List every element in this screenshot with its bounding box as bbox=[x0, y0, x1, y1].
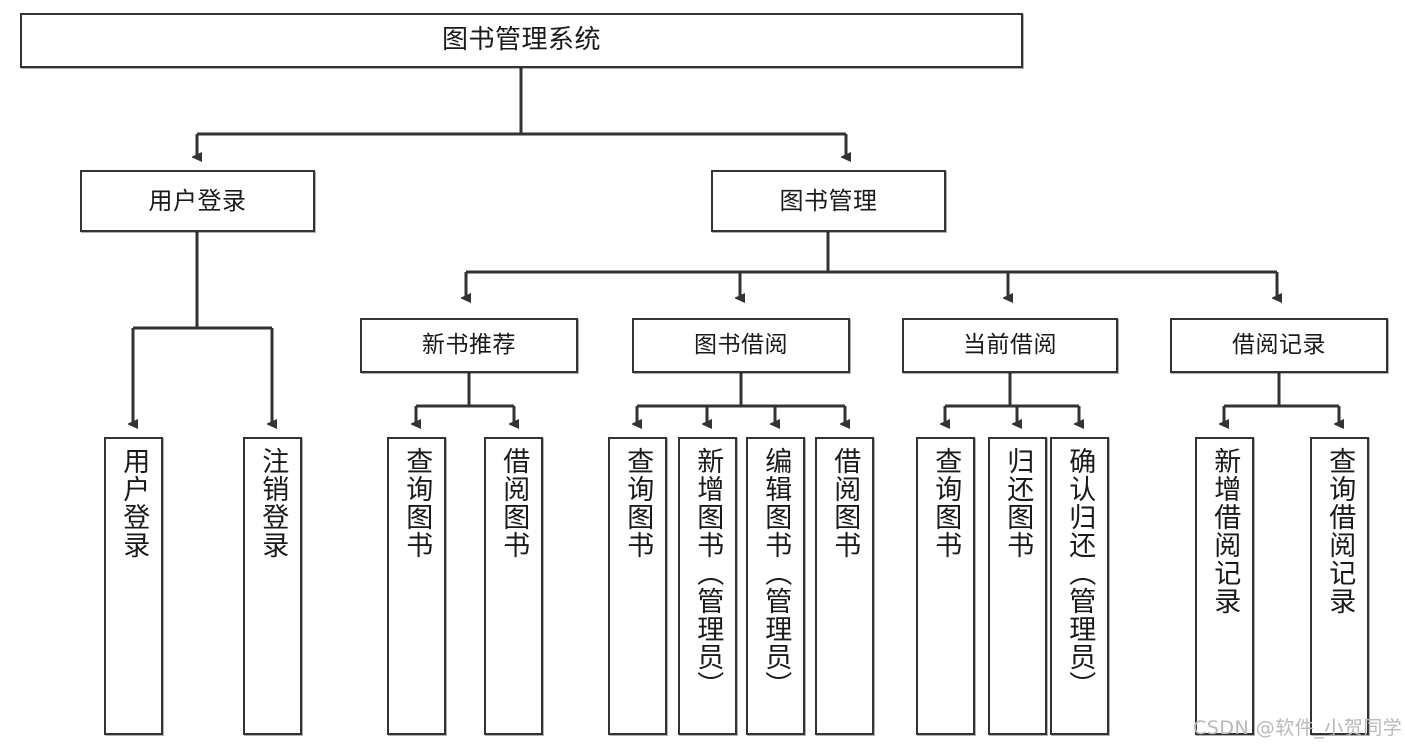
node-label: 图书借阅 bbox=[694, 331, 788, 358]
node-label: 查询图书 bbox=[622, 447, 654, 559]
node-label: 借阅图书 bbox=[829, 447, 861, 559]
node-leaf-return-book[interactable]: 归还图书 bbox=[988, 437, 1047, 735]
node-label: 图书管理系统 bbox=[441, 24, 601, 55]
node-label: 编辑图书（管理员） bbox=[760, 447, 792, 699]
edge-group-book-manage bbox=[466, 232, 1277, 298]
node-leaf-query-book-borrow[interactable]: 查询图书 bbox=[608, 437, 667, 735]
node-book-borrow[interactable]: 图书借阅 bbox=[632, 318, 850, 373]
node-label: 图书管理 bbox=[779, 186, 878, 215]
node-label: 归还图书 bbox=[1002, 447, 1034, 559]
node-leaf-borrow-book-recommend[interactable]: 借阅图书 bbox=[484, 437, 543, 735]
edge-group-borrow-record bbox=[1224, 373, 1339, 424]
node-label: 当前借阅 bbox=[963, 331, 1057, 358]
node-label: 确认归还（管理员） bbox=[1064, 447, 1096, 699]
edge-group-user-login bbox=[133, 232, 272, 424]
node-root-book-management-system[interactable]: 图书管理系统 bbox=[20, 13, 1023, 68]
node-book-management[interactable]: 图书管理 bbox=[711, 170, 946, 232]
node-label: 查询图书 bbox=[930, 447, 962, 559]
node-label: 借阅记录 bbox=[1232, 331, 1326, 358]
node-leaf-borrow-book-borrow[interactable]: 借阅图书 bbox=[815, 437, 874, 735]
edge-group-current-borrow bbox=[945, 373, 1079, 424]
node-leaf-add-borrow-record[interactable]: 新增借阅记录 bbox=[1195, 437, 1254, 735]
node-label: 查询借阅记录 bbox=[1324, 447, 1356, 615]
node-label: 用户登录 bbox=[118, 447, 150, 559]
node-borrow-record[interactable]: 借阅记录 bbox=[1170, 318, 1388, 373]
node-new-book-recommend[interactable]: 新书推荐 bbox=[360, 318, 578, 373]
node-leaf-query-borrow-record[interactable]: 查询借阅记录 bbox=[1310, 437, 1369, 735]
node-leaf-user-logout[interactable]: 注销登录 bbox=[243, 437, 302, 735]
node-label: 新增图书（管理员） bbox=[692, 447, 724, 699]
node-leaf-query-book-recommend[interactable]: 查询图书 bbox=[387, 437, 446, 735]
node-leaf-add-book-admin[interactable]: 新增图书（管理员） bbox=[678, 437, 737, 735]
node-label: 新书推荐 bbox=[422, 331, 516, 358]
node-label: 查询图书 bbox=[401, 447, 433, 559]
node-label: 用户登录 bbox=[148, 186, 247, 215]
node-leaf-query-book-current[interactable]: 查询图书 bbox=[916, 437, 975, 735]
node-current-borrow[interactable]: 当前借阅 bbox=[902, 318, 1118, 373]
node-label: 注销登录 bbox=[257, 447, 289, 559]
node-leaf-user-login[interactable]: 用户登录 bbox=[104, 437, 163, 735]
edge-group-new-book-recommend bbox=[416, 373, 514, 424]
node-leaf-confirm-return-admin[interactable]: 确认归还（管理员） bbox=[1050, 437, 1109, 735]
node-label: 借阅图书 bbox=[498, 447, 530, 559]
node-user-login[interactable]: 用户登录 bbox=[80, 170, 315, 232]
node-leaf-edit-book-admin[interactable]: 编辑图书（管理员） bbox=[746, 437, 805, 735]
edge-group-book-borrow bbox=[637, 373, 845, 424]
edge-group-root bbox=[197, 68, 846, 157]
node-label: 新增借阅记录 bbox=[1209, 447, 1241, 615]
